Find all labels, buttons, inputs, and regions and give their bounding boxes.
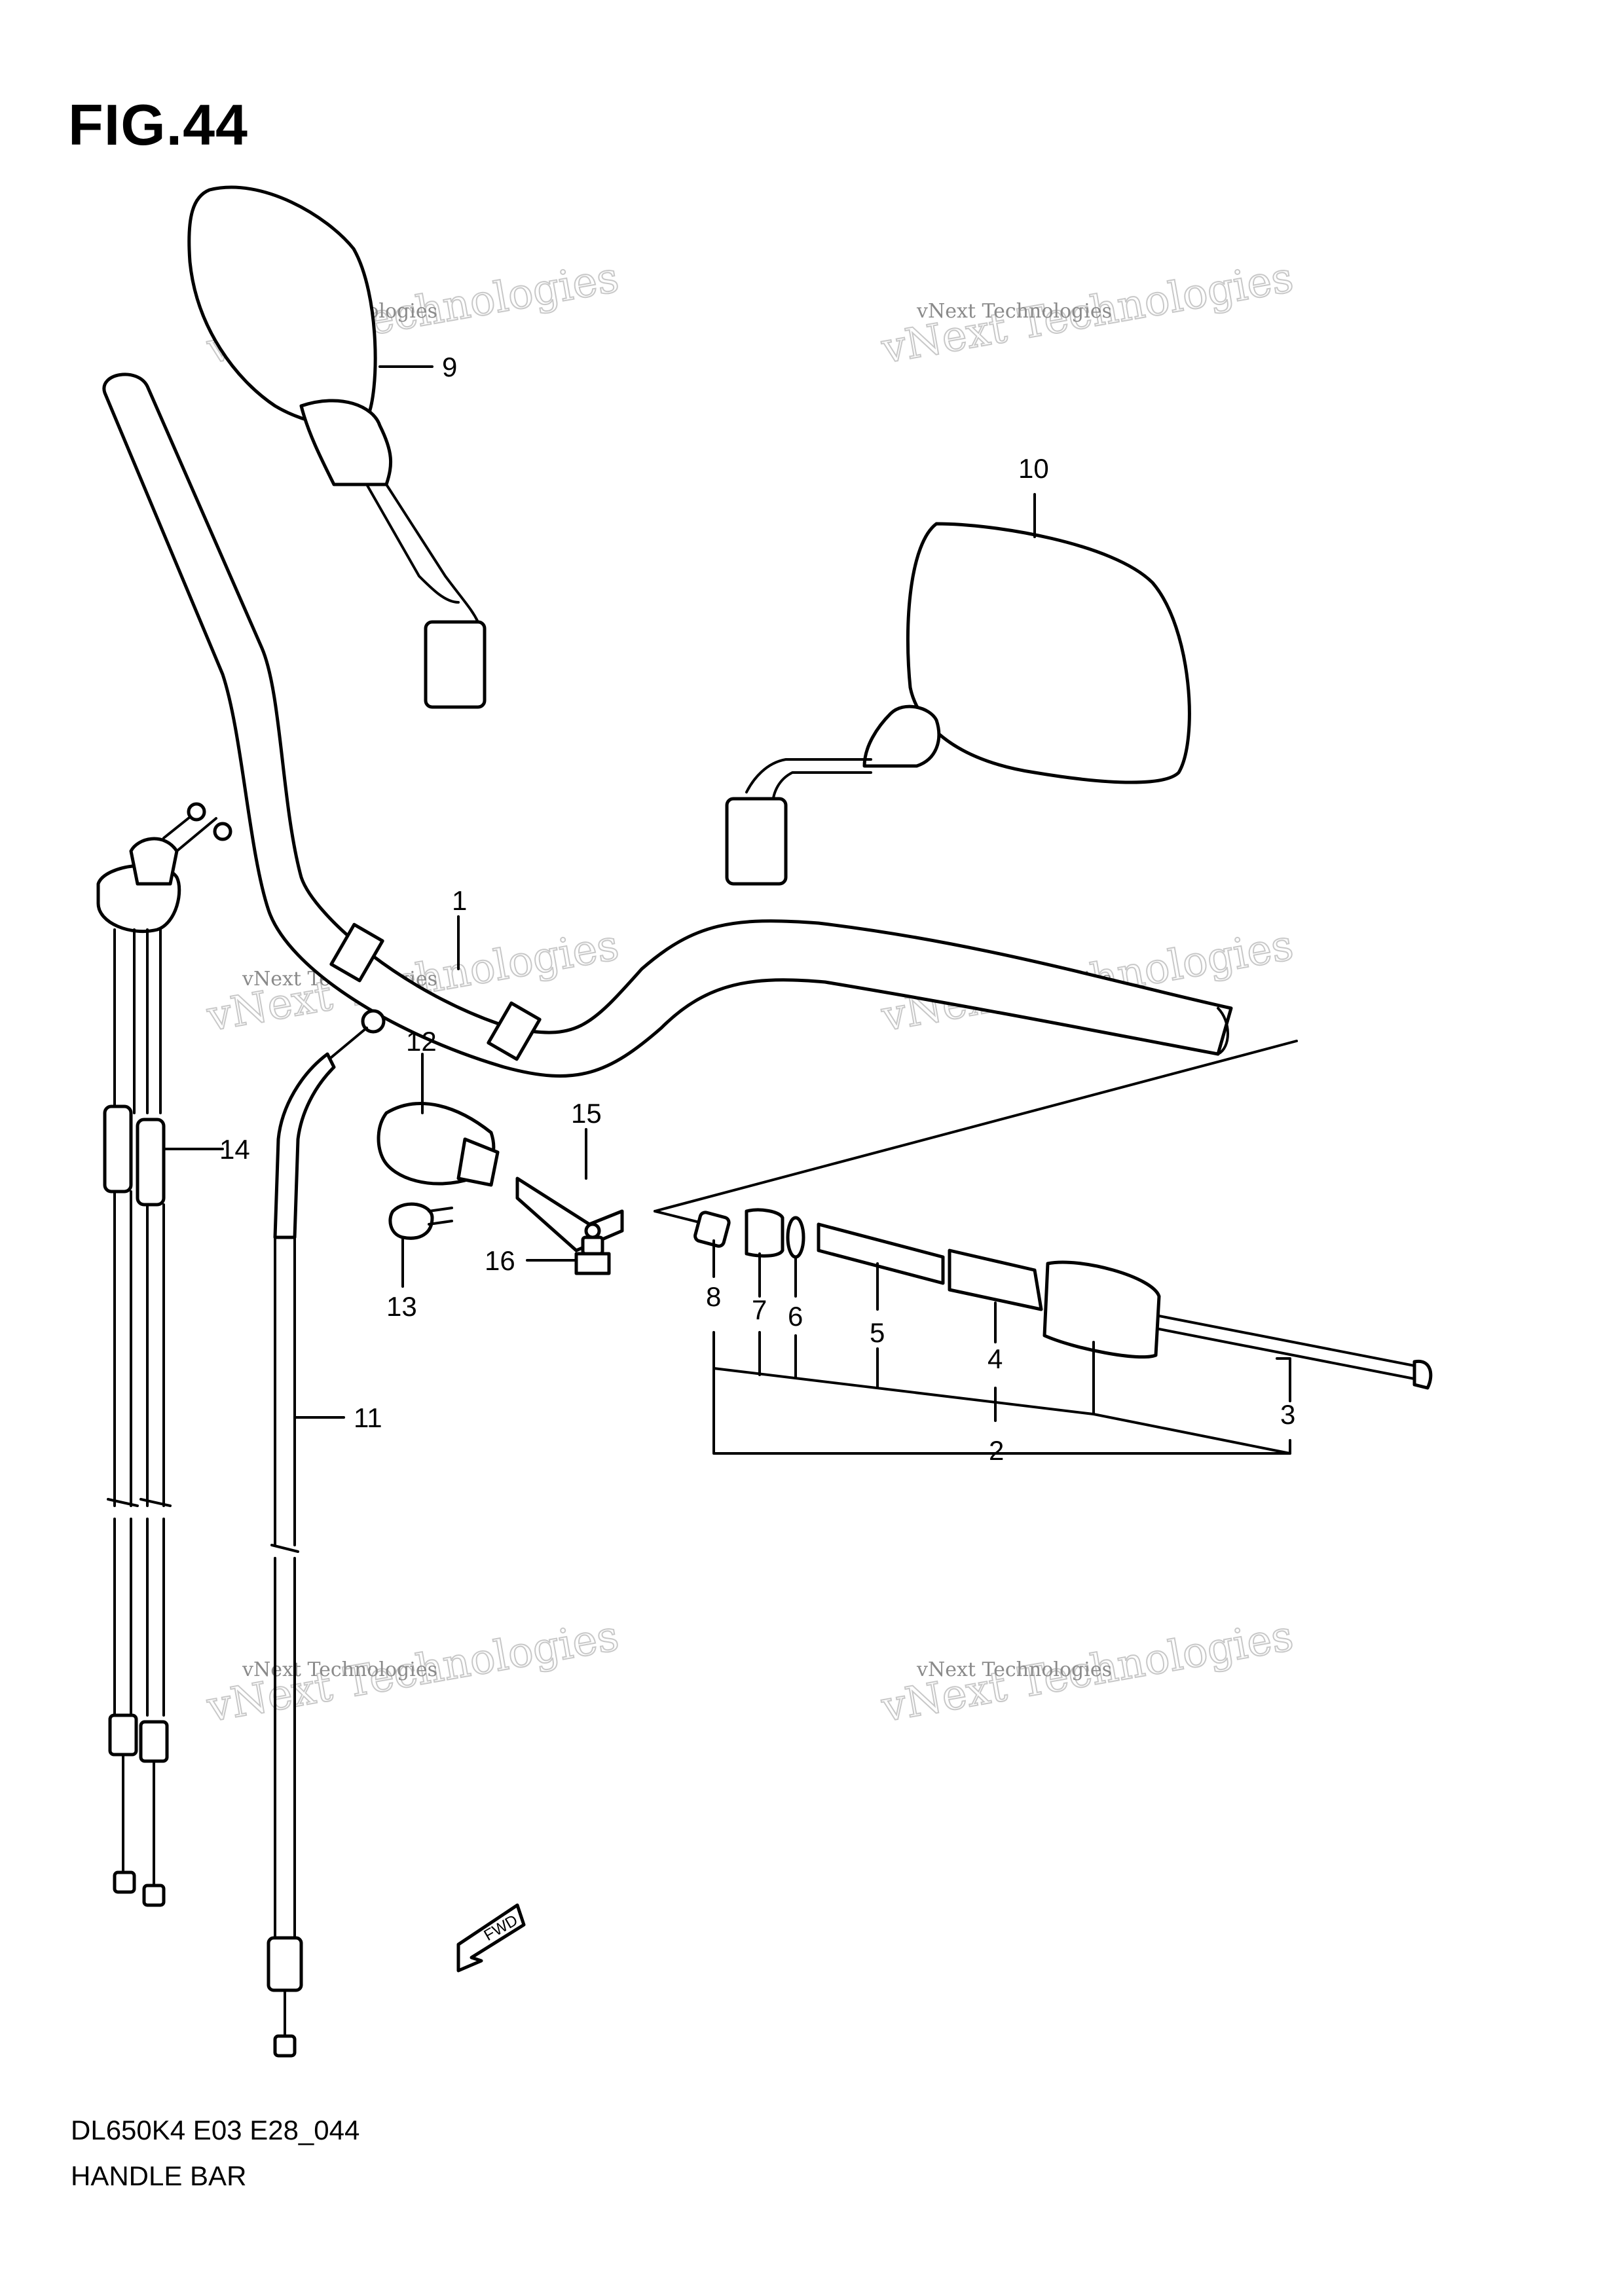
clamp-bolt-part	[388, 1202, 453, 1240]
callout-12: 12	[406, 1026, 437, 1057]
throttle-cables-part	[96, 802, 232, 1907]
bushing-part	[745, 1208, 784, 1258]
watermark: vNext Technologies vNext Technologies	[877, 1611, 1297, 1732]
callout-2: 2	[989, 1435, 1004, 1466]
callout-11: 11	[354, 1402, 382, 1433]
diagram-name: HANDLE BAR	[71, 2160, 247, 2191]
bolt-head-part	[1412, 1359, 1433, 1390]
leader-3	[1276, 1357, 1291, 1402]
sleeve-part	[817, 1222, 945, 1285]
collar-part	[693, 1211, 731, 1248]
cable-clamp-part	[377, 1102, 500, 1187]
washer-part	[786, 1216, 805, 1259]
watermark-small: vNext Technologies	[916, 1658, 1112, 1681]
rubber-part	[948, 1248, 1043, 1311]
callout-10: 10	[1018, 453, 1049, 484]
watermark-small: vNext Technologies	[242, 1658, 437, 1681]
fwd-arrow: FWD	[456, 1903, 526, 1973]
callout-6: 6	[788, 1301, 803, 1332]
left-mirror-part	[187, 185, 487, 709]
callout-16: 16	[485, 1245, 515, 1276]
callout-13: 13	[386, 1291, 417, 1322]
leader-lines	[162, 365, 1291, 1455]
watermark: vNext Technologies vNext Technologies	[877, 253, 1297, 374]
handlebar-part	[102, 373, 1233, 1078]
callout-15: 15	[571, 1098, 602, 1129]
diagram-code: DL650K4 E03 E28_044	[71, 2115, 360, 2145]
callout-4: 4	[987, 1343, 1003, 1374]
callout-1: 1	[452, 885, 467, 916]
callout-5: 5	[870, 1317, 885, 1348]
callout-9: 9	[442, 352, 457, 382]
callout-14: 14	[219, 1134, 250, 1165]
bracket-part	[515, 1176, 624, 1252]
bar-end-assembly	[654, 1040, 1433, 1390]
callout-7: 7	[752, 1294, 767, 1325]
bracket-screw-part	[574, 1235, 611, 1275]
right-mirror-part	[725, 522, 1191, 886]
callout-3: 3	[1280, 1399, 1295, 1430]
bracket-group-line	[712, 1331, 1095, 1415]
callouts: 1 2 3 4 5 6 7 8 9 10 11 12 13 14 15 16	[219, 352, 1295, 1466]
figure-title: FIG.44	[68, 92, 248, 157]
watermark-small: vNext Technologies	[916, 300, 1112, 323]
callout-8: 8	[706, 1281, 721, 1312]
weight-part	[1043, 1260, 1161, 1359]
watermark: vNext Technologies vNext Technologies	[202, 1611, 623, 1732]
clutch-cable-part	[267, 1009, 386, 2058]
